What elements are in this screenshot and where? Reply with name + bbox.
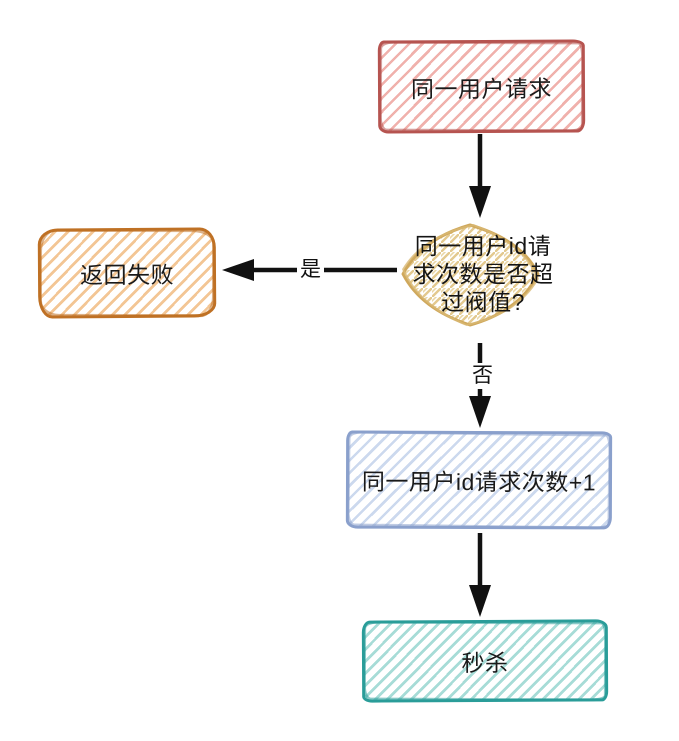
node-threshold-decision: 同一用户id请求次数是否超过阀值? xyxy=(408,232,558,316)
node-seckill: 秒杀 xyxy=(361,619,609,703)
decision-diamond-shape xyxy=(401,223,540,327)
arrow-request-to-decision xyxy=(469,134,491,218)
node-request: 同一用户请求 xyxy=(377,39,586,134)
edge-label-no: 否 xyxy=(469,363,496,389)
node-return-failure-label: 返回失败 xyxy=(79,261,175,289)
node-increment-count-label: 同一用户id请求次数+1 xyxy=(361,468,597,496)
node-threshold-decision-label: 同一用户id请求次数是否超过阀值? xyxy=(412,233,554,315)
edge-label-yes: 是 xyxy=(297,257,324,283)
node-increment-count: 同一用户id请求次数+1 xyxy=(345,430,613,530)
node-return-failure: 返回失败 xyxy=(37,227,217,319)
node-seckill-label: 秒杀 xyxy=(461,649,509,677)
node-request-label: 同一用户请求 xyxy=(410,75,553,102)
arrow-increment-to-seckill xyxy=(469,533,491,617)
